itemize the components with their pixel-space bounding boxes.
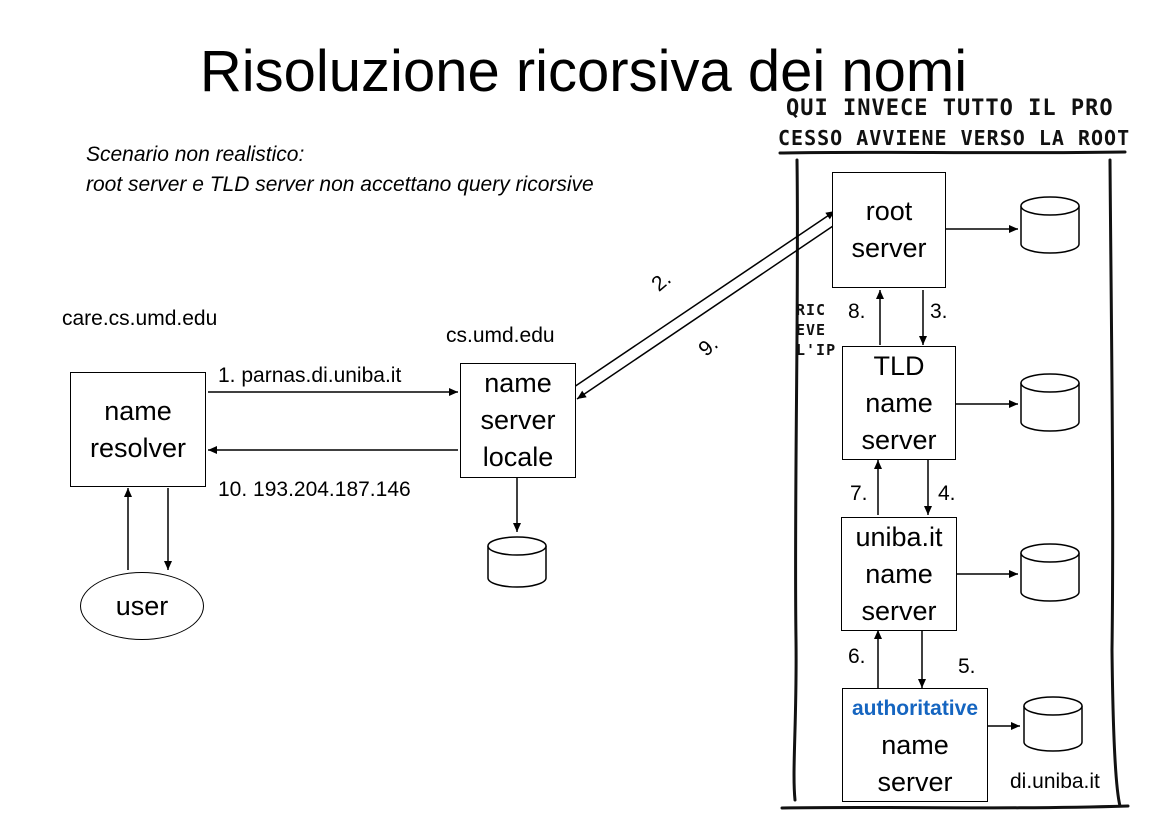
step-label-10: 10. 193.204.187.146: [218, 478, 411, 501]
handwritten-side-note-line: RIC: [796, 301, 827, 319]
node-label-line: resolver: [89, 432, 187, 463]
database-icon: [1023, 696, 1083, 752]
node-label-line-authoritative: authoritative: [851, 696, 979, 720]
node-authoritative-name-server: authoritative name server: [842, 688, 988, 802]
arrow-query-2: [573, 210, 836, 388]
node-name-resolver: name resolver: [70, 372, 206, 487]
node-label-line: server: [851, 233, 927, 263]
node-label-line: uniba.it: [855, 521, 943, 552]
node-label-line: root: [865, 196, 913, 226]
step-label-7: 7.: [850, 482, 868, 505]
host-label-local: cs.umd.edu: [446, 324, 555, 347]
node-uniba-name-server: uniba.it name server: [841, 517, 957, 631]
database-icon: [1020, 196, 1080, 254]
scenario-note-line1: Scenario non realistico:: [86, 143, 305, 166]
node-label-line: name: [484, 368, 552, 398]
node-label-line: name: [881, 729, 949, 760]
step-label-5: 5.: [958, 655, 976, 678]
host-label-client: care.cs.umd.edu: [62, 307, 218, 330]
handwritten-frame: [778, 150, 1130, 810]
node-label-line: name: [865, 558, 933, 589]
arrow-reply-9: [576, 225, 834, 400]
node-label-line: server: [861, 424, 937, 455]
handwritten-note-line2: CESSO AVVIENE VERSO LA ROOT: [778, 126, 1131, 150]
node-root-server: root server: [832, 172, 946, 288]
step-label-8: 8.: [848, 300, 866, 323]
page-title: Risoluzione ricorsiva dei nomi: [199, 39, 968, 104]
handwritten-side-note: RIC EVE L'IP: [796, 300, 836, 360]
node-label-line: name: [104, 395, 172, 426]
step-label-3: 3.: [930, 300, 948, 323]
host-label-auth-domain: di.uniba.it: [1010, 770, 1100, 793]
database-icon: [1020, 543, 1080, 602]
node-label-line: server: [861, 595, 937, 626]
database-icon: [1020, 373, 1080, 432]
node-label-line: name: [865, 387, 933, 418]
node-tld-name-server: TLD name server: [842, 346, 956, 460]
scenario-note: Scenario non realistico: root server e T…: [86, 140, 594, 200]
node-user: user: [80, 572, 204, 640]
database-icon: [487, 536, 547, 588]
node-local-name-server: name server locale: [460, 363, 576, 478]
node-label-line: server: [877, 766, 953, 797]
step-label-6: 6.: [848, 645, 866, 668]
node-label-line: server: [480, 405, 556, 435]
step-label-4: 4.: [938, 482, 956, 505]
scenario-note-line2: root server e TLD server non accettano q…: [86, 173, 594, 196]
handwritten-note-line1: QUI INVECE TUTTO IL PRO: [786, 96, 1114, 121]
handwritten-side-note-line: L'IP: [796, 341, 837, 359]
node-label-line: TLD: [873, 350, 925, 381]
step-label-1: 1. parnas.di.uniba.it: [218, 364, 402, 387]
handwritten-side-note-line: EVE: [796, 321, 827, 339]
node-label-line: locale: [482, 442, 554, 472]
